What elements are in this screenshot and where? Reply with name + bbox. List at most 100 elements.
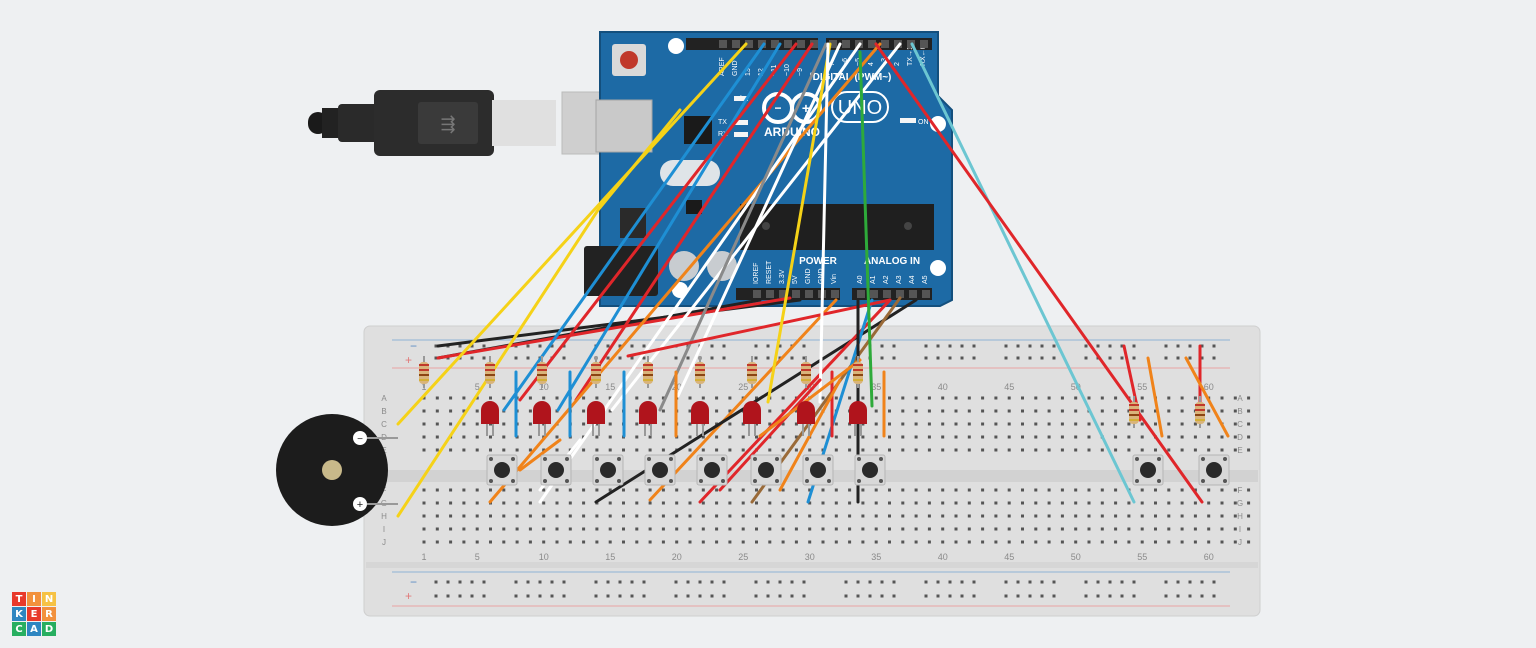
red-wire[interactable] — [626, 298, 892, 358]
header-pin[interactable] — [771, 40, 779, 48]
column-number: 5 — [475, 382, 480, 392]
green-wire[interactable] — [858, 50, 874, 408]
pin-label: ~5 — [855, 58, 862, 66]
orange-wire[interactable] — [1184, 356, 1230, 438]
pushbutton[interactable] — [1198, 454, 1230, 486]
header-pin[interactable] — [797, 40, 805, 48]
header-pin[interactable] — [753, 290, 761, 298]
header-pin[interactable] — [766, 290, 774, 298]
red-led[interactable] — [849, 401, 867, 436]
pin-label: Vin — [831, 274, 838, 284]
red-led[interactable] — [797, 401, 815, 436]
header-pin[interactable] — [805, 290, 813, 298]
pin-label: GND — [805, 268, 812, 284]
pushbutton[interactable] — [750, 454, 782, 486]
resistor[interactable] — [537, 356, 547, 388]
orange-wire[interactable] — [758, 358, 862, 438]
cyan-wire[interactable] — [910, 42, 1136, 504]
red-wire[interactable] — [436, 296, 792, 360]
column-number: 55 — [1137, 382, 1147, 392]
red-wire[interactable] — [574, 42, 814, 402]
pin-label: ~10 — [784, 64, 791, 76]
header-pin[interactable] — [758, 40, 766, 48]
red-led[interactable] — [533, 401, 551, 436]
header-pin[interactable] — [896, 290, 904, 298]
column-number: 45 — [1004, 382, 1014, 392]
orange-wire[interactable] — [488, 42, 882, 504]
red-led[interactable] — [639, 401, 657, 436]
row-letter: D — [1237, 433, 1243, 442]
pushbutton[interactable] — [486, 454, 518, 486]
header-pin[interactable] — [784, 40, 792, 48]
header-pin[interactable] — [870, 290, 878, 298]
rail-minus-label: − — [410, 339, 417, 353]
pushbutton[interactable] — [540, 454, 572, 486]
header-pin[interactable] — [810, 40, 818, 48]
rx-led-label: RX — [718, 131, 728, 138]
model-label: UNO — [838, 97, 882, 119]
header-pin[interactable] — [831, 290, 839, 298]
resistor[interactable] — [643, 356, 653, 388]
header-pin[interactable] — [909, 290, 917, 298]
resistor[interactable] — [1195, 396, 1205, 428]
white-wire[interactable] — [676, 42, 842, 398]
header-pin[interactable] — [792, 290, 800, 298]
red-wire[interactable] — [518, 42, 798, 402]
header-pin[interactable] — [842, 40, 850, 48]
red-wire[interactable] — [718, 378, 822, 492]
header-pin[interactable] — [894, 40, 902, 48]
header-pin[interactable] — [779, 290, 787, 298]
header-pin[interactable] — [868, 40, 876, 48]
column-number: 35 — [871, 382, 881, 392]
column-number: 60 — [1204, 552, 1214, 562]
orange-wire[interactable] — [648, 298, 838, 502]
resistor[interactable] — [591, 356, 601, 388]
header-pin[interactable] — [719, 40, 727, 48]
blue-wire[interactable] — [502, 42, 766, 412]
resistor[interactable] — [853, 356, 863, 388]
header-pin[interactable] — [920, 40, 928, 48]
resistor[interactable] — [419, 356, 429, 388]
header-pin[interactable] — [881, 40, 889, 48]
resistor[interactable] — [1129, 396, 1139, 428]
yellow-wire[interactable] — [766, 42, 832, 404]
header-pin[interactable] — [883, 290, 891, 298]
yellow-wire[interactable] — [396, 42, 748, 426]
resistor[interactable] — [747, 356, 757, 388]
red-led[interactable] — [587, 401, 605, 436]
yellow-wire[interactable] — [396, 108, 682, 518]
reset-button-cap[interactable] — [620, 51, 638, 69]
pushbutton[interactable] — [644, 454, 676, 486]
pushbutton[interactable] — [592, 454, 624, 486]
rail-plus-label-bottom: + — [405, 589, 412, 603]
header-pin[interactable] — [857, 290, 865, 298]
header-pin[interactable] — [922, 290, 930, 298]
red-led[interactable] — [743, 401, 761, 436]
resistor[interactable] — [695, 356, 705, 388]
pin-label: A1 — [870, 275, 877, 284]
header-pin[interactable] — [732, 40, 740, 48]
resistor[interactable] — [485, 356, 495, 388]
gray-wire[interactable] — [658, 42, 828, 412]
resistor[interactable] — [801, 356, 811, 388]
red-led[interactable] — [691, 401, 709, 436]
red-wire[interactable] — [874, 42, 1204, 504]
header-pin[interactable] — [745, 40, 753, 48]
header-pin[interactable] — [829, 40, 837, 48]
white-wire[interactable] — [818, 42, 830, 404]
blue-wire[interactable] — [556, 42, 782, 412]
pushbutton[interactable] — [696, 454, 728, 486]
pushbutton[interactable] — [854, 454, 886, 486]
orange-wire[interactable] — [518, 438, 562, 472]
wires[interactable] — [396, 42, 1230, 518]
pin-label: AREF — [719, 57, 726, 76]
pushbutton[interactable] — [1132, 454, 1164, 486]
tx-led-label: TX — [718, 119, 727, 126]
row-letter: C — [1237, 420, 1243, 429]
pushbutton[interactable] — [802, 454, 834, 486]
piezo-buzzer[interactable]: − + — [276, 414, 398, 526]
usb-cable[interactable]: ⇶ — [308, 90, 649, 156]
orange-wire[interactable] — [1146, 356, 1164, 438]
red-led[interactable] — [481, 401, 499, 436]
